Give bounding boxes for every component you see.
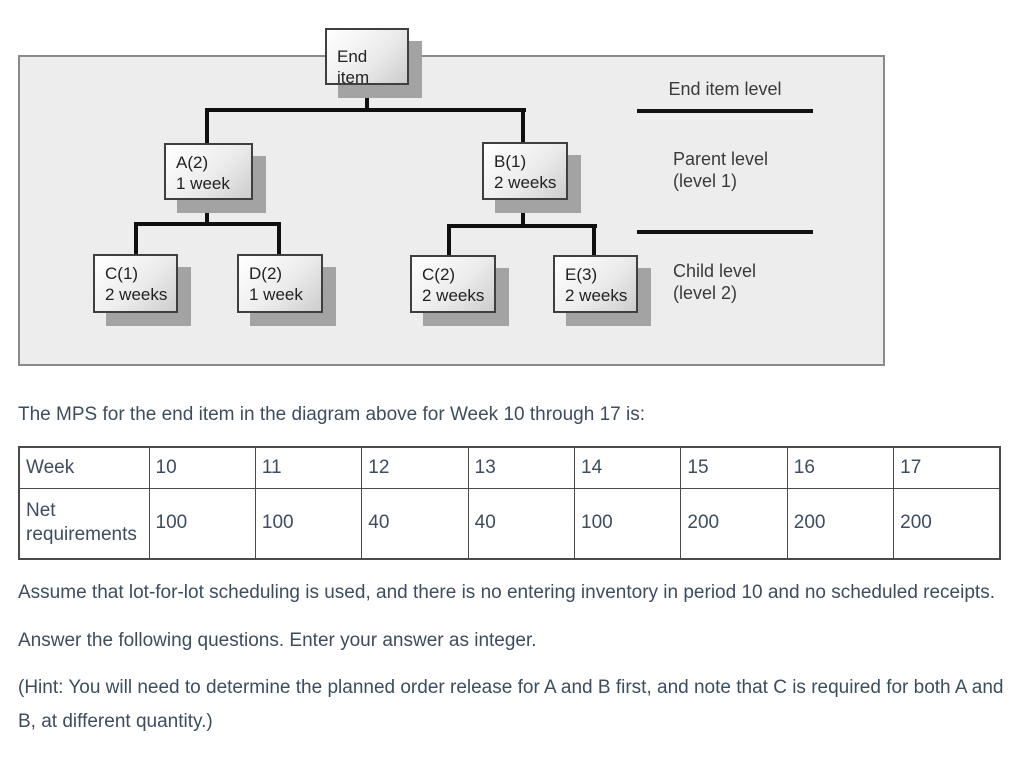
node-e3-leadtime: 2 weeks	[565, 286, 628, 305]
net-requirement-cell: 40	[361, 487, 469, 560]
connector-to-d2	[277, 224, 281, 255]
week-cell: 10	[148, 446, 256, 489]
child-level-line1: Child level	[673, 261, 757, 281]
node-e3: E(3) 2 weeks	[553, 255, 638, 313]
node-c1-label: C(1)	[105, 264, 139, 283]
net-requirement-cell: 100	[573, 487, 682, 560]
node-end-item-label: End item	[337, 47, 370, 87]
net-requirement-cell: 100	[148, 487, 256, 560]
node-a: A(2) 1 week	[164, 143, 253, 200]
week-cell: 16	[786, 446, 895, 489]
child-level-line2: (level 2)	[673, 283, 738, 303]
end-level-underline	[637, 109, 813, 113]
week-row-header: Week	[18, 446, 150, 489]
node-e3-label: E(3)	[565, 265, 598, 284]
node-b: B(1) 2 weeks	[482, 142, 568, 200]
connector-end-item	[365, 83, 369, 110]
node-c1: C(1) 2 weeks	[93, 254, 178, 313]
week-cell: 12	[361, 446, 469, 489]
connector-level1-horizontal	[205, 108, 526, 112]
node-d2-leadtime: 1 week	[249, 285, 303, 304]
week-cell: 15	[680, 446, 788, 489]
bom-diagram: End item A(2) 1 week B(1) 2 weeks C(1) 2…	[18, 28, 885, 366]
week-cell: 11	[254, 446, 363, 489]
instruction-text: Answer the following questions. Enter yo…	[18, 630, 537, 651]
connector-to-c2	[447, 226, 451, 256]
net-requirement-cell: 100	[254, 487, 363, 560]
net-requirement-cell: 200	[786, 487, 895, 560]
mps-intro-text: The MPS for the end item in the diagram …	[18, 404, 645, 425]
node-c2: C(2) 2 weeks	[410, 255, 496, 313]
diagram-panel	[18, 55, 885, 366]
parent-level-line1: Parent level	[673, 149, 769, 169]
connector-b-children-horizontal	[447, 224, 597, 228]
mps-table: Week 10 11 12 13 14 15 16 17 Net require…	[18, 446, 1001, 560]
node-end-item: End item	[325, 28, 409, 87]
node-c2-label: C(2)	[422, 265, 456, 284]
node-c2-leadtime: 2 weeks	[422, 286, 485, 305]
net-requirements-row-header: Net requirements	[18, 487, 150, 560]
connector-to-e3	[592, 226, 596, 256]
node-b-label: B(1)	[494, 152, 527, 171]
net-requirement-cell: 200	[893, 487, 1001, 560]
node-d2-label: D(2)	[249, 264, 283, 283]
assumption-text: Assume that lot-for-lot scheduling is us…	[18, 582, 995, 603]
week-row: Week 10 11 12 13 14 15 16 17	[18, 446, 1001, 489]
week-cell: 14	[573, 446, 682, 489]
node-b-leadtime: 2 weeks	[494, 173, 557, 192]
hint-text: (Hint: You will need to determine the pl…	[18, 677, 1004, 732]
question-body: The MPS for the end item in the diagram …	[0, 398, 1024, 739]
parent-level-line2: (level 1)	[673, 171, 738, 191]
child-level-label: Child level (level 2)	[673, 260, 756, 304]
connector-to-c1	[134, 224, 138, 255]
node-c1-leadtime: 2 weeks	[105, 285, 168, 304]
net-requirements-row: Net requirements 100 100 40 40 100 200 2…	[18, 487, 1001, 560]
end-item-level-label: End item level	[668, 79, 782, 99]
parent-child-divider	[637, 230, 813, 234]
week-cell: 17	[893, 446, 1001, 489]
net-requirement-cell: 200	[680, 487, 788, 560]
node-a-leadtime: 1 week	[176, 174, 230, 193]
week-cell: 13	[467, 446, 576, 489]
connector-a-children-horizontal	[134, 222, 281, 226]
parent-level-label: Parent level (level 1)	[673, 148, 768, 192]
node-a-label: A(2)	[176, 153, 209, 172]
node-d2: D(2) 1 week	[237, 254, 323, 313]
net-requirement-cell: 40	[467, 487, 576, 560]
